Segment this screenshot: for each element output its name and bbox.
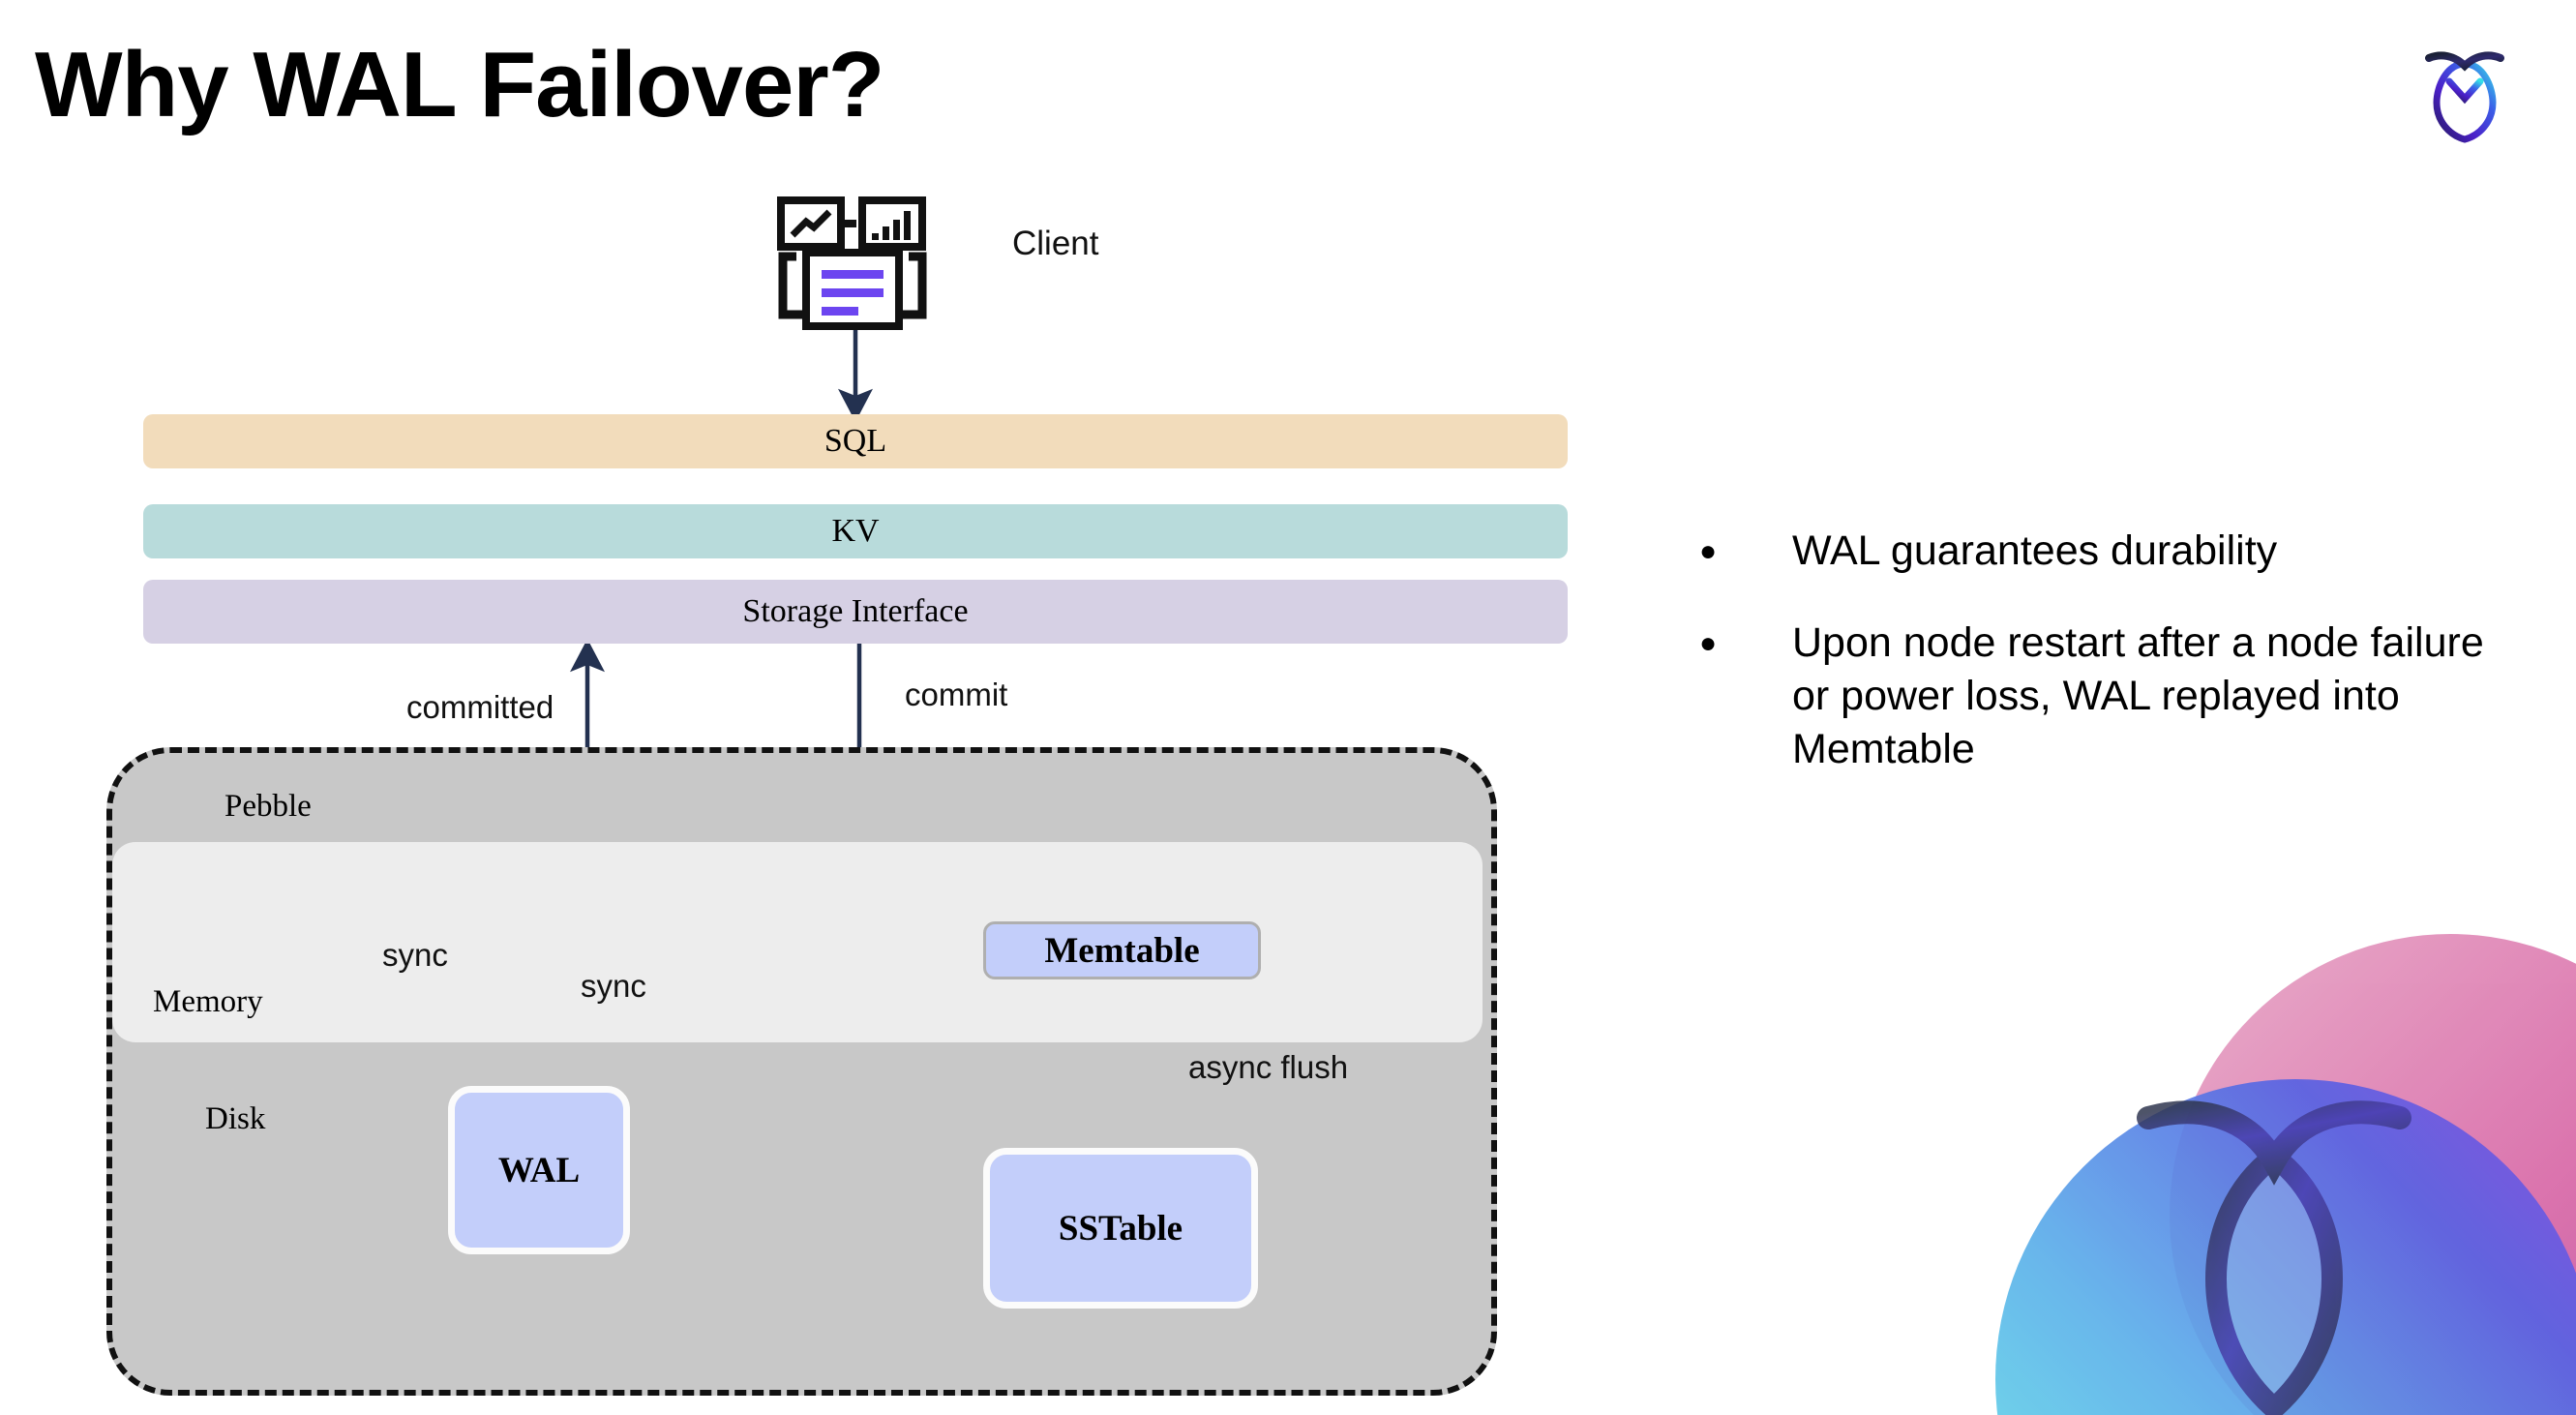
list-item: ● Upon node restart after a node failure…	[1699, 617, 2531, 776]
node-sstable[interactable]: SSTable	[983, 1148, 1258, 1309]
node-memtable-label: Memtable	[1044, 930, 1200, 971]
decorative-circles	[1955, 924, 2576, 1415]
node-wal[interactable]: WAL	[448, 1086, 630, 1254]
client-dashboard-icon	[775, 196, 930, 330]
cockroach-labs-logo-icon	[2417, 37, 2512, 143]
bullet-text: Upon node restart after a node failure o…	[1792, 619, 2484, 773]
edge-label-sync-right: sync	[581, 968, 646, 1004]
node-wal-label: WAL	[497, 1150, 581, 1190]
disk-zone-label: Disk	[205, 1101, 266, 1136]
pebble-label: Pebble	[225, 789, 312, 824]
layer-sql-label: SQL	[824, 423, 887, 459]
bullet-text: WAL guarantees durability	[1792, 527, 2278, 574]
edge-label-async-flush: async flush	[1188, 1049, 1349, 1085]
pebble-container	[106, 747, 1497, 1396]
layer-kv-label: KV	[831, 513, 880, 549]
memory-zone-label: Memory	[153, 984, 263, 1019]
page-title: Why WAL Failover?	[35, 33, 884, 136]
layer-storage-interface: Storage Interface	[143, 580, 1568, 644]
edge-label-sync-left: sync	[382, 937, 448, 973]
bullet-marker-icon: ●	[1699, 535, 1718, 567]
list-item: ● WAL guarantees durability	[1699, 525, 2531, 578]
edge-label-commit: commit	[905, 677, 1008, 712]
architecture-diagram: Client SQL KV Storage Interface Pebble M…	[106, 196, 1568, 1396]
client-label: Client	[1012, 225, 1099, 262]
bullet-list: ● WAL guarantees durability ● Upon node …	[1699, 525, 2531, 815]
memory-zone	[112, 842, 1483, 1042]
bullet-marker-icon: ●	[1699, 627, 1718, 660]
edge-label-committed: committed	[406, 689, 554, 725]
layer-storage-label: Storage Interface	[742, 593, 969, 629]
node-memtable[interactable]: Memtable	[983, 921, 1261, 979]
node-sstable-label: SSTable	[1058, 1208, 1183, 1249]
layer-sql: SQL	[143, 414, 1568, 468]
layer-kv: KV	[143, 504, 1568, 558]
